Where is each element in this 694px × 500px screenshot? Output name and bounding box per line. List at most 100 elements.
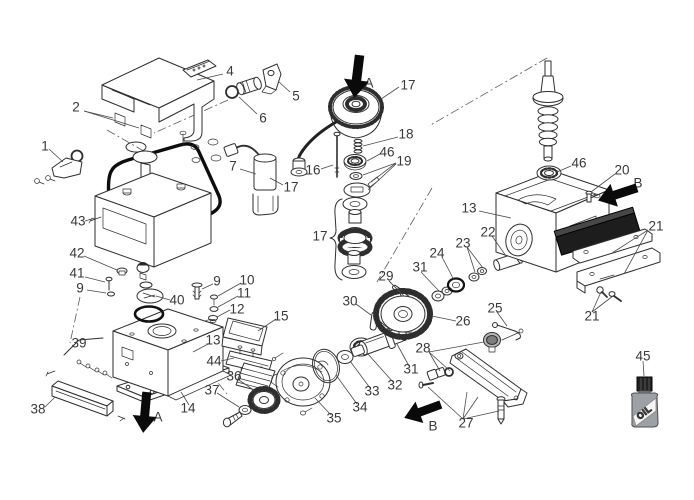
arrows-layer — [132, 54, 639, 433]
direction-arrow — [132, 391, 157, 433]
part-number-callout: 17 — [312, 229, 327, 244]
centerline — [106, 129, 150, 155]
part-rubber-block — [553, 206, 641, 256]
part-number-callout: 36 — [226, 369, 241, 384]
part-motor-flange — [271, 357, 331, 416]
leader-line — [420, 271, 440, 292]
brace-17 — [329, 198, 343, 281]
leader-line — [462, 410, 500, 420]
part-washer-bolt-37 — [222, 405, 252, 428]
leader-line — [428, 351, 451, 372]
part-number-callout: 43 — [70, 214, 85, 229]
part-number-callout: 9 — [76, 281, 84, 296]
part-number-callout: 1 — [41, 139, 49, 154]
direction-arrow — [598, 183, 639, 207]
part-number-callout: 21 — [584, 309, 599, 324]
part-number-callout: 46 — [379, 145, 394, 160]
leader-line — [590, 173, 616, 193]
part-number-callout: 20 — [614, 163, 629, 178]
part-number-callout: 7 — [229, 159, 237, 174]
part-number-callout: 26 — [455, 314, 470, 329]
leader-line — [623, 229, 649, 275]
part-number-callout: 31 — [403, 362, 418, 377]
leader-line — [216, 309, 231, 318]
part-washers-23 — [468, 267, 487, 282]
leader-line — [349, 360, 371, 389]
direction-arrow — [404, 400, 443, 424]
part-number-callout: 9 — [213, 274, 221, 289]
leaders-layer — [44, 73, 649, 420]
part-capacitor — [223, 143, 279, 216]
part-number-callout: 23 — [455, 236, 470, 251]
part-gear-26 — [373, 288, 433, 340]
part-number-callout: 33 — [364, 384, 379, 399]
part-gear-36 — [247, 386, 281, 414]
part-number-callout: 37 — [204, 383, 219, 398]
part-number-callout: 45 — [635, 349, 650, 364]
leader-line — [239, 168, 257, 175]
centerline — [69, 296, 81, 344]
part-number-callout: 25 — [487, 301, 502, 316]
part-number-callout: 14 — [180, 401, 196, 416]
part-plate-and-plug — [182, 59, 282, 99]
leader-line — [431, 315, 457, 322]
leader-line — [238, 96, 258, 115]
part-stator — [290, 85, 384, 177]
part-motor-base-box — [112, 308, 232, 401]
leader-line — [269, 177, 284, 186]
part-seal-24 — [446, 277, 466, 293]
part-breather-stack — [133, 262, 165, 323]
part-number-callout: 17 — [400, 78, 415, 93]
view-letter-label: B — [428, 419, 437, 434]
part-side-bar-cover — [45, 370, 126, 422]
part-oil-bottle: OIL — [630, 376, 659, 428]
part-number-callout: 28 — [415, 341, 430, 356]
leader-line — [180, 391, 190, 406]
part-number-callout: 6 — [259, 111, 267, 126]
part-fasteners-left — [105, 267, 128, 297]
leader-line — [257, 318, 277, 332]
o-ring-6 — [225, 85, 239, 99]
part-number-callout: 31 — [412, 260, 427, 275]
centerline — [428, 57, 548, 127]
leader-line — [84, 217, 96, 222]
leader-line — [591, 291, 602, 313]
part-number-callout: 38 — [30, 402, 45, 417]
direction-arrow — [343, 54, 369, 98]
part-battery — [88, 172, 212, 268]
leader-line — [277, 80, 291, 93]
part-bearing-46-right — [536, 165, 562, 181]
release-plug — [236, 76, 262, 96]
centerline — [376, 187, 433, 283]
leader-line — [591, 295, 614, 313]
part-number-callout: 16 — [305, 163, 320, 178]
leader-line — [427, 386, 464, 420]
leader-line — [155, 295, 171, 301]
leader-line — [556, 165, 572, 173]
part-number-callout: 11 — [237, 286, 251, 301]
part-number-callout: 40 — [169, 293, 184, 308]
part-number-callout: 5 — [292, 89, 300, 104]
part-ribbed-pad — [235, 362, 276, 394]
part-screw-set — [63, 337, 113, 379]
part-bracket-1 — [34, 149, 84, 185]
part-number-callout: 32 — [387, 378, 402, 393]
leader-line — [396, 343, 410, 367]
view-letter-label: A — [153, 410, 162, 425]
leader-line — [466, 246, 476, 273]
view-letter-label: A — [364, 76, 373, 91]
leader-line — [216, 392, 240, 408]
part-gear-stack-17 — [329, 197, 373, 281]
part-number-callout: 44 — [206, 354, 222, 369]
part-o-ring-34 — [312, 348, 340, 384]
part-fasteners-center — [191, 282, 219, 323]
leader-line — [355, 303, 372, 316]
part-screw-16 — [333, 131, 341, 178]
leader-line — [217, 295, 239, 308]
leader-line — [362, 162, 397, 176]
part-number-callout: 24 — [429, 246, 445, 261]
leader-line — [84, 276, 106, 283]
leader-line — [83, 255, 118, 271]
